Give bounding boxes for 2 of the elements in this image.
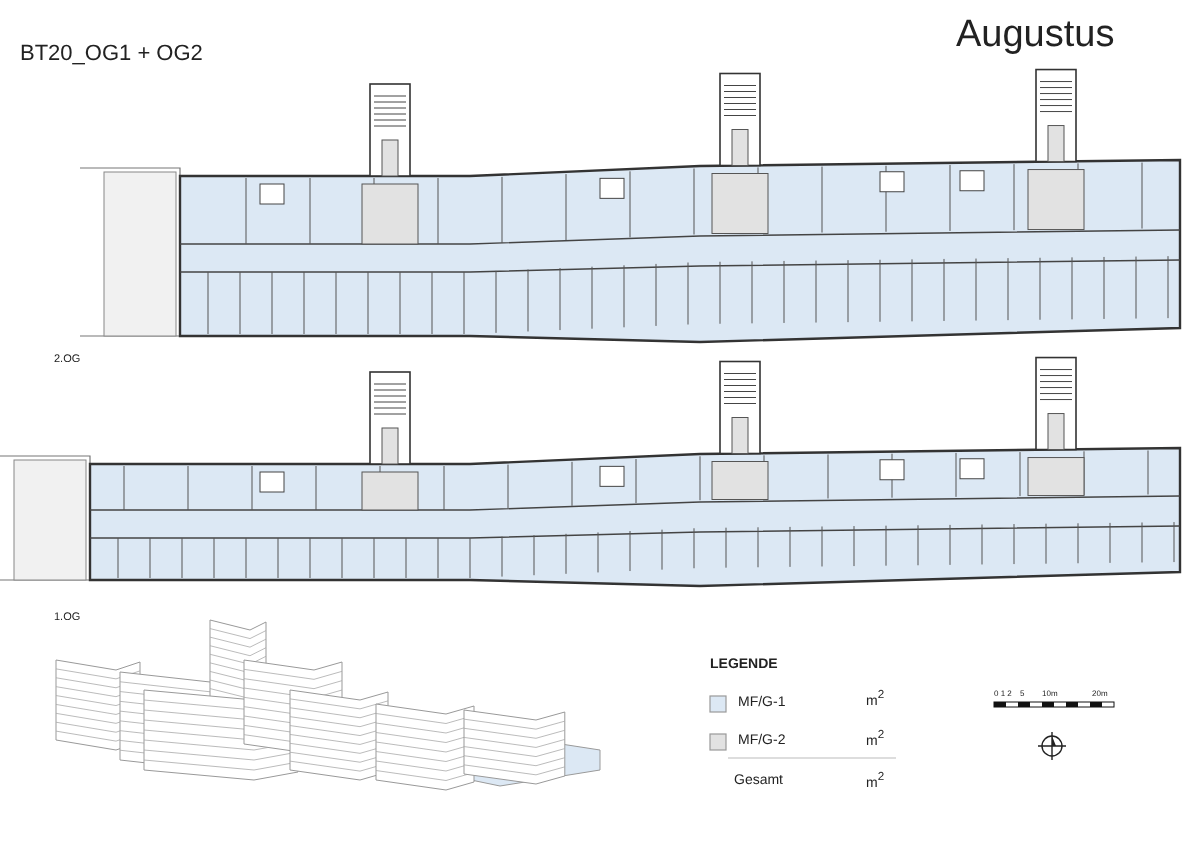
page-title: BT20_OG1 + OG2 xyxy=(20,44,203,66)
building-name: Augustus xyxy=(956,16,1115,54)
